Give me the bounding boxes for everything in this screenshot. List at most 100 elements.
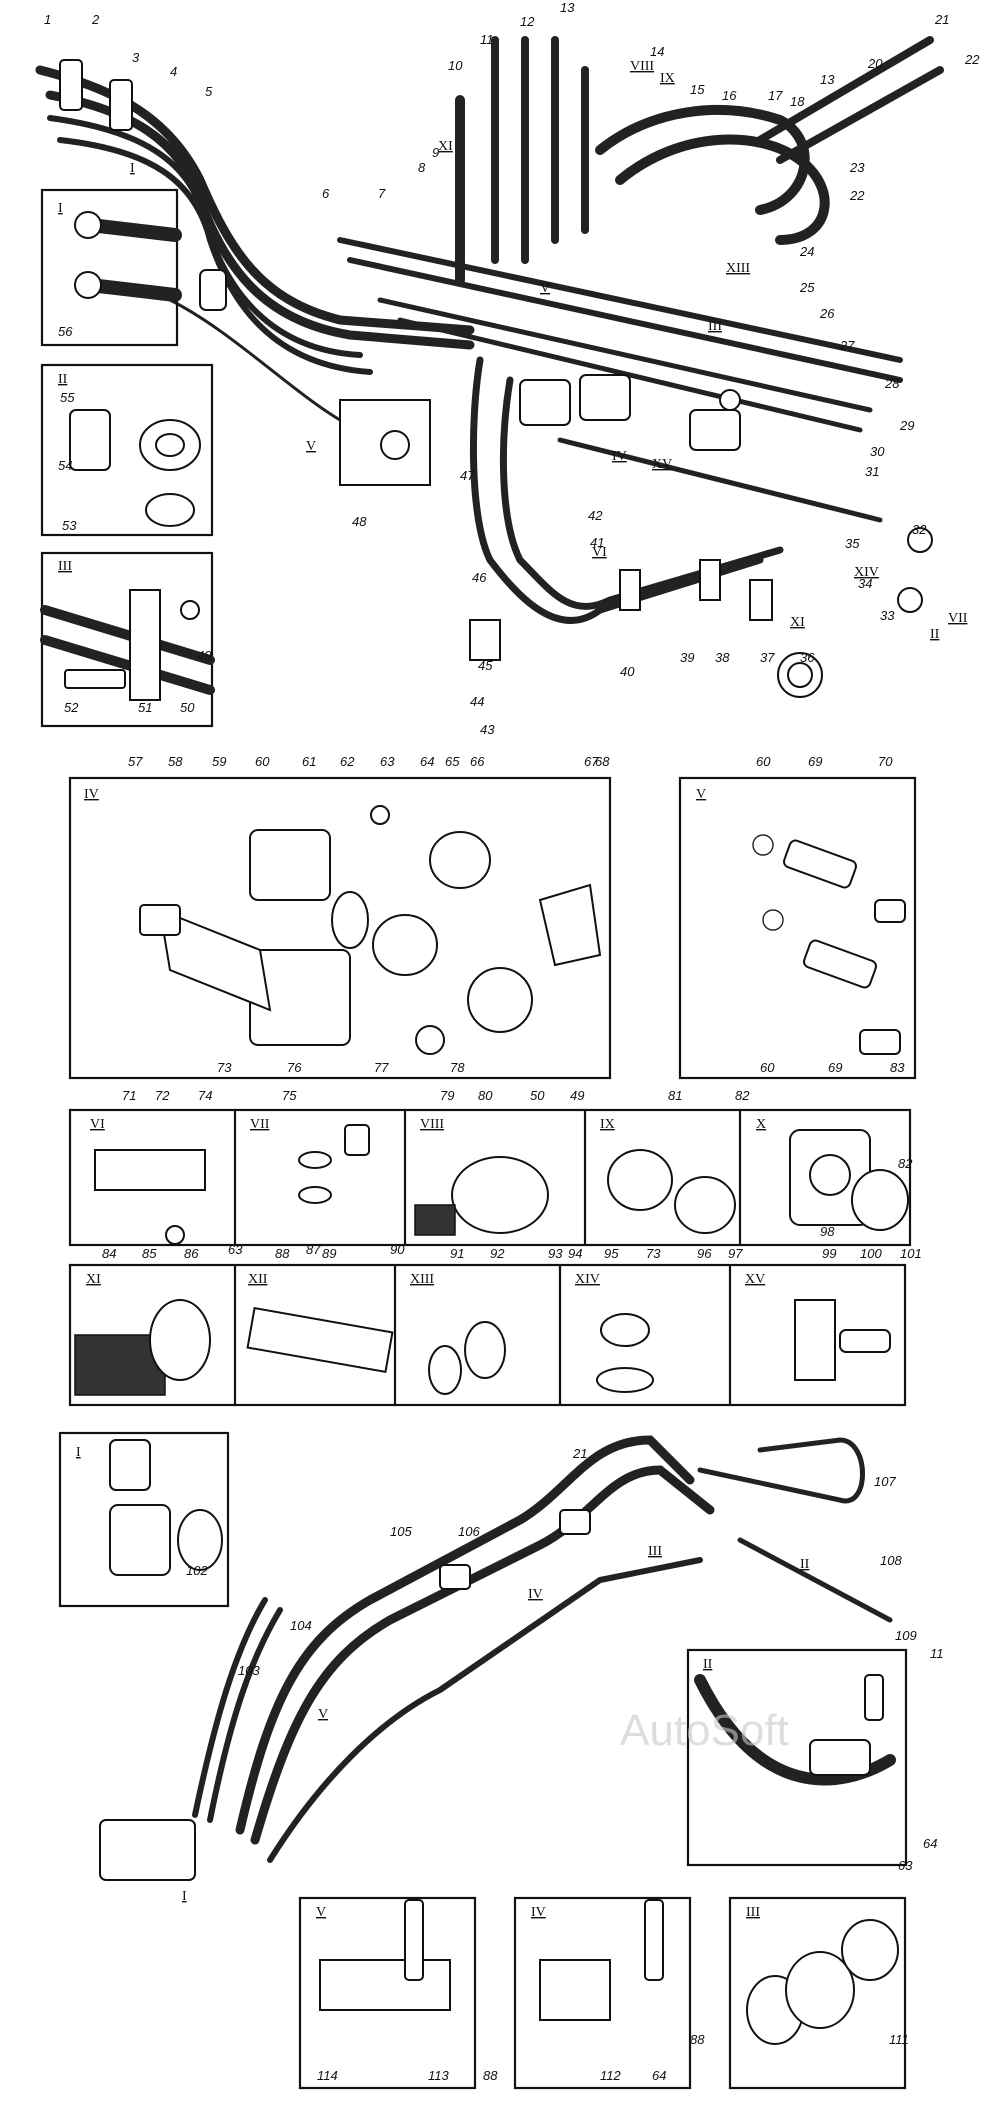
part-callout-label: 21 — [572, 1446, 587, 1461]
part-callout-label: 18 — [790, 94, 805, 109]
part-callout-label: 30 — [870, 444, 885, 459]
part-callout-label: 112 — [600, 2068, 621, 2083]
part-callout-label: 39 — [680, 650, 694, 665]
part-callout-label: 28 — [884, 376, 900, 391]
part-callout-label: 103 — [238, 1663, 260, 1678]
part-callout-label: 54 — [58, 458, 72, 473]
part-callout-label: 56 — [58, 324, 73, 339]
part-callout-label: 109 — [895, 1628, 917, 1643]
part-callout-label: 16 — [722, 88, 737, 103]
part-callout-label: 105 — [390, 1524, 412, 1539]
part-callout-label: 63 — [380, 754, 395, 769]
part-callout-label: 71 — [122, 1088, 136, 1103]
detail-V — [678, 776, 917, 1080]
part-callout-label: 94 — [568, 1246, 582, 1261]
part-callout-label: 60 — [255, 754, 270, 769]
section-roman-marker: IX — [660, 71, 675, 86]
section-roman-marker: XIII — [726, 261, 750, 276]
part-callout-label: 66 — [470, 754, 485, 769]
part-callout-label: 38 — [715, 650, 730, 665]
part-callout-label: 4 — [170, 64, 177, 79]
part-callout-label: 36 — [800, 650, 815, 665]
section-roman-marker: V — [306, 439, 316, 454]
section-roman-marker: III — [648, 1544, 662, 1559]
section-roman-marker: II — [930, 627, 940, 642]
section-roman-marker: XV — [652, 457, 672, 472]
inset-I — [40, 188, 182, 347]
inset-III — [40, 551, 215, 728]
part-callout-label: 50 — [180, 700, 195, 715]
part-callout-label: 64 — [652, 2068, 666, 2083]
part-callout-label: 61 — [302, 754, 316, 769]
section-roman-marker: I — [130, 161, 135, 176]
section-roman-marker: VI — [592, 545, 607, 560]
part-callout-label: 3 — [132, 50, 140, 65]
part-callout-label: 88 — [483, 2068, 498, 2083]
part-callout-label: 63 — [228, 1242, 243, 1257]
part-callout-label: 25 — [799, 280, 815, 295]
part-callout-label: 12 — [520, 14, 535, 29]
part-callout-label: 85 — [142, 1246, 157, 1261]
part-callout-label: 72 — [155, 1088, 170, 1103]
part-callout-label: 75 — [282, 1088, 297, 1103]
part-callout-label: 27 — [839, 338, 855, 353]
part-callout-label: 23 — [849, 160, 865, 175]
part-callout-label: 77 — [374, 1060, 389, 1075]
part-callout-label: 37 — [760, 650, 775, 665]
section-roman-marker: XI — [438, 139, 453, 154]
part-callout-label: 73 — [646, 1246, 661, 1261]
part-callout-label: 50 — [530, 1088, 545, 1103]
part-callout-label: 59 — [212, 754, 226, 769]
section-roman-marker: XI — [86, 1272, 101, 1287]
section-roman-marker: III — [708, 319, 722, 334]
part-callout-label: 107 — [874, 1474, 896, 1489]
section-roman-marker: XIV — [575, 1272, 600, 1287]
part-callout-label: 48 — [352, 514, 367, 529]
part-callout-label: 49 — [197, 648, 211, 663]
part-callout-label: 7 — [378, 186, 386, 201]
section-roman-marker: III — [746, 1905, 760, 1920]
section-roman-marker: XIII — [410, 1272, 434, 1287]
part-callout-label: 96 — [697, 1246, 712, 1261]
part-callout-label: 102 — [186, 1563, 208, 1578]
section-roman-marker: II — [58, 372, 68, 387]
part-callout-label: 22 — [849, 188, 865, 203]
watermark-text: AutoSoft — [620, 1706, 789, 1755]
part-callout-label: 82 — [735, 1088, 750, 1103]
section-roman-marker: XII — [248, 1272, 268, 1287]
part-callout-label: 83 — [890, 1060, 905, 1075]
part-callout-label: 97 — [728, 1246, 743, 1261]
part-callout-label: 11 — [930, 1646, 944, 1661]
part-callout-label: 99 — [822, 1246, 836, 1261]
part-callout-label: 100 — [860, 1246, 882, 1261]
part-callout-label: 13 — [560, 0, 575, 15]
main-pipeline-assembly — [35, 36, 944, 698]
part-callout-label: 46 — [472, 570, 487, 585]
section-roman-marker: V — [316, 1905, 326, 1920]
part-callout-label: 73 — [217, 1060, 232, 1075]
part-callout-label: 76 — [287, 1060, 302, 1075]
part-callout-label: 55 — [60, 390, 75, 405]
part-callout-label: 68 — [595, 754, 610, 769]
part-callout-label: 82 — [898, 1156, 913, 1171]
part-callout-label: 64 — [923, 1836, 937, 1851]
detail-IV — [68, 776, 612, 1080]
part-callout-label: 51 — [138, 700, 152, 715]
part-callout-label: 22 — [964, 52, 980, 67]
part-callout-label: 108 — [880, 1553, 902, 1568]
part-callout-label: 44 — [470, 694, 484, 709]
section-roman-marker: VI — [90, 1117, 105, 1132]
section-roman-marker: IV — [612, 449, 627, 464]
part-callout-label: 1 — [44, 12, 51, 27]
part-callout-label: 69 — [828, 1060, 842, 1075]
section-roman-marker: VIII — [420, 1117, 444, 1132]
part-callout-label: 98 — [820, 1224, 835, 1239]
part-callout-label: 47 — [460, 468, 475, 483]
section-roman-marker: VIII — [630, 59, 654, 74]
section-roman-marker: V — [696, 787, 706, 802]
section-roman-marker: XIV — [854, 565, 879, 580]
part-callout-label: 14 — [650, 44, 664, 59]
part-callout-label: 89 — [322, 1246, 336, 1261]
part-callout-label: 41 — [590, 535, 604, 550]
section-roman-marker: XV — [745, 1272, 765, 1287]
